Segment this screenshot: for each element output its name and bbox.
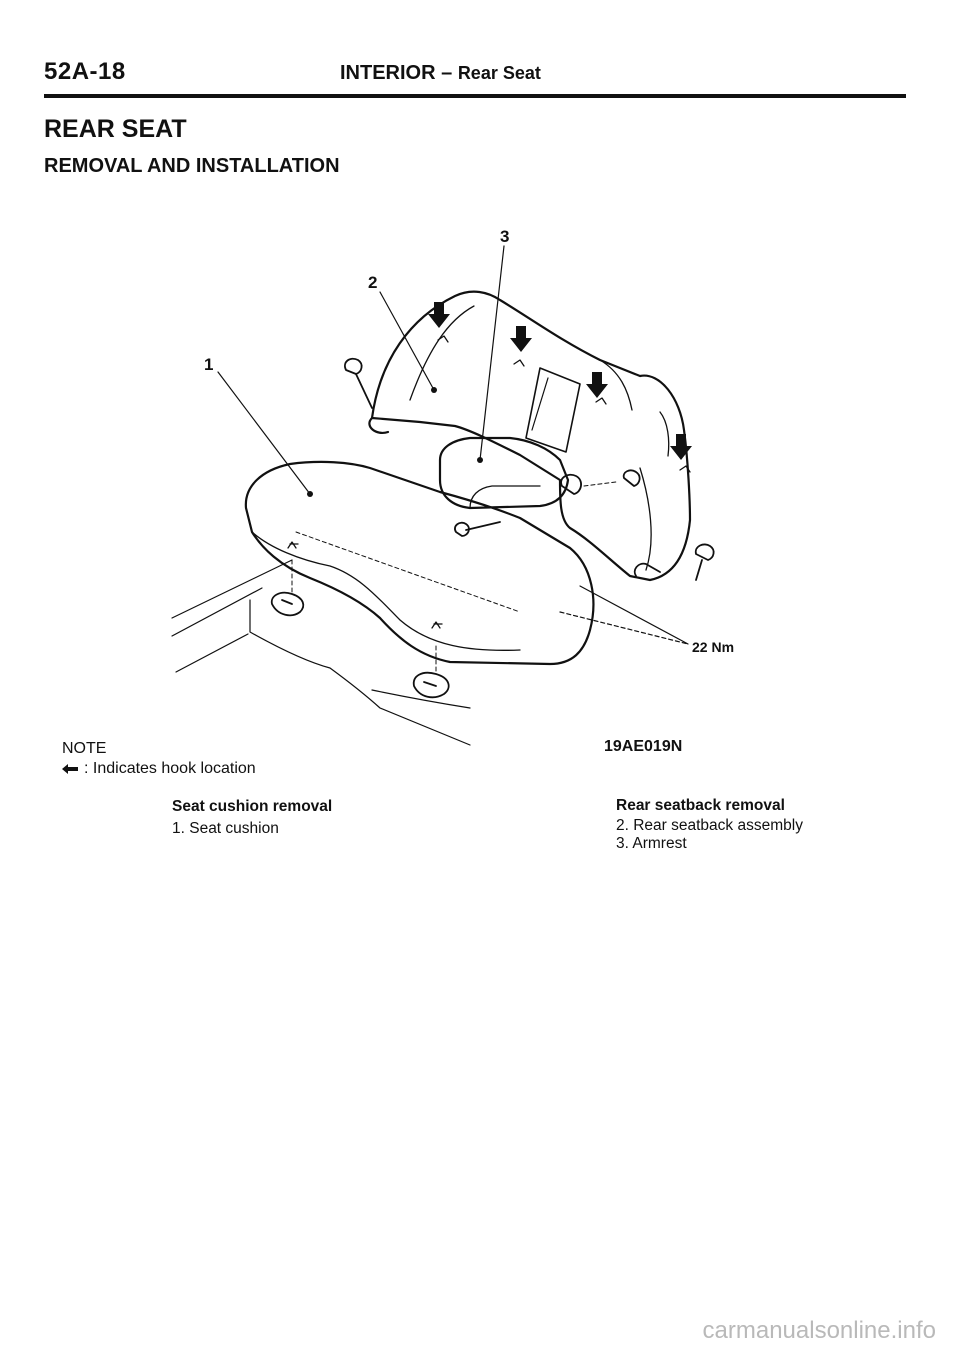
leader-lines <box>217 245 689 645</box>
seatback-assembly <box>368 290 692 582</box>
bolts <box>344 357 715 581</box>
seatback-procedure: Rear seatback removal 2. Rear seatback a… <box>616 797 803 853</box>
section-title: REAR SEAT <box>44 115 187 143</box>
page-number: 52A-18 <box>44 58 126 85</box>
floor-hooks <box>270 559 450 699</box>
callout-2: 2 <box>368 273 377 292</box>
seatback-heading: Rear seatback removal <box>616 797 785 814</box>
hook-slots <box>287 335 691 629</box>
header-title: INTERIOR – Rear Seat <box>340 62 541 85</box>
figure-code: 19AE019N <box>604 738 683 755</box>
note-line: : Indicates hook location <box>62 760 256 778</box>
seat-cushion <box>244 460 595 666</box>
seatback-item: 2. Rear seatback assembly <box>616 817 803 834</box>
note-text: : Indicates hook location <box>84 760 256 777</box>
leader-dots <box>307 387 483 497</box>
armrest-item: 3. Armrest <box>616 835 687 852</box>
armrest <box>438 436 570 510</box>
seat-cushion-item: 1. Seat cushion <box>172 820 279 837</box>
floor-outline <box>171 559 471 746</box>
seat-cushion-heading: Seat cushion removal <box>172 798 333 815</box>
callout-3: 3 <box>500 227 509 246</box>
subsection-title: REMOVAL AND INSTALLATION <box>44 155 340 177</box>
torque-label: 22 Nm <box>692 639 734 655</box>
watermark: carmanualsonline.info <box>702 1317 936 1344</box>
header-rule <box>44 94 906 98</box>
header-dash: – <box>441 62 453 84</box>
hook-arrows <box>428 302 692 460</box>
header-subsection: Rear Seat <box>457 63 541 83</box>
seat-cushion-procedure: Seat cushion removal 1. Seat cushion <box>172 797 332 839</box>
callout-1: 1 <box>204 355 213 374</box>
arrow-left-icon <box>62 764 78 774</box>
note-label: NOTE <box>62 740 107 757</box>
header-section: INTERIOR <box>340 62 436 84</box>
